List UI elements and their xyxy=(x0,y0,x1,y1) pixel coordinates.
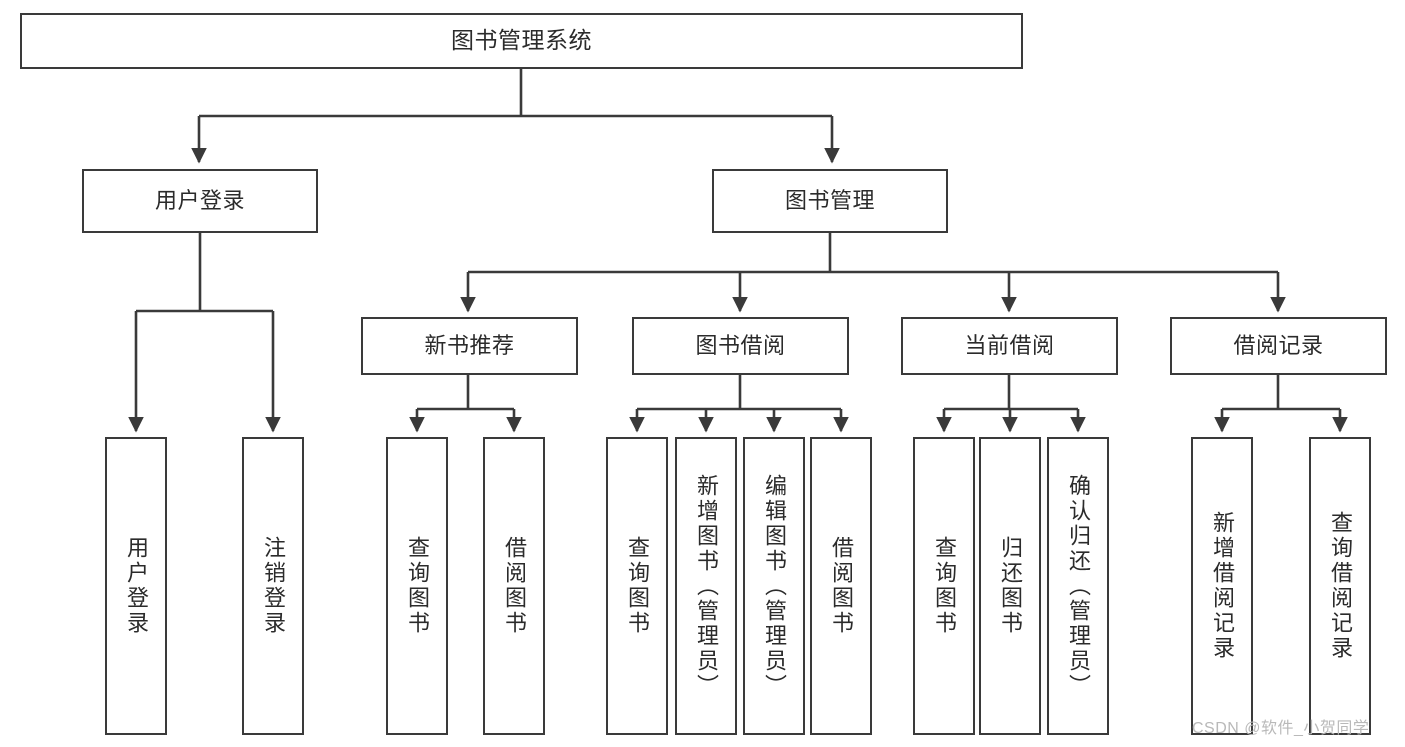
leaf-borrow-record-add-record[interactable]: 新增借阅记录 xyxy=(1191,437,1253,735)
node-label: 查询图书 xyxy=(405,536,430,636)
node-label: 查询图书 xyxy=(932,536,957,636)
leaf-new-books-query-book[interactable]: 查询图书 xyxy=(386,437,448,735)
node-label: 借阅图书 xyxy=(829,536,854,636)
node-book-borrow[interactable]: 图书借阅 xyxy=(632,317,849,375)
node-label: 确认归还（管理员） xyxy=(1066,473,1091,699)
leaf-book-borrow-query-book[interactable]: 查询图书 xyxy=(606,437,668,735)
node-label: 借阅图书 xyxy=(502,536,527,636)
node-root-system[interactable]: 图书管理系统 xyxy=(20,13,1023,69)
node-new-book-recommend[interactable]: 新书推荐 xyxy=(361,317,578,375)
leaf-user-login-signin[interactable]: 用户登录 xyxy=(105,437,167,735)
leaf-current-borrow-query-book[interactable]: 查询图书 xyxy=(913,437,975,735)
leaf-new-books-borrow-book[interactable]: 借阅图书 xyxy=(483,437,545,735)
node-current-borrow[interactable]: 当前借阅 xyxy=(901,317,1118,375)
leaf-book-borrow-edit-book-admin[interactable]: 编辑图书（管理员） xyxy=(743,437,805,735)
node-label: 编辑图书（管理员） xyxy=(762,473,787,699)
node-label: 图书管理系统 xyxy=(451,27,592,54)
node-label: 图书管理 xyxy=(784,188,875,214)
node-label: 用户登录 xyxy=(124,536,149,636)
leaf-book-borrow-add-book-admin[interactable]: 新增图书（管理员） xyxy=(675,437,737,735)
node-book-management[interactable]: 图书管理 xyxy=(712,169,948,233)
leaf-current-borrow-return-book[interactable]: 归还图书 xyxy=(979,437,1041,735)
leaf-book-borrow-borrow-book[interactable]: 借阅图书 xyxy=(810,437,872,735)
leaf-current-borrow-confirm-return-admin[interactable]: 确认归还（管理员） xyxy=(1047,437,1109,735)
leaf-user-login-signout[interactable]: 注销登录 xyxy=(242,437,304,735)
node-borrow-record[interactable]: 借阅记录 xyxy=(1170,317,1387,375)
node-label: 当前借阅 xyxy=(964,333,1055,359)
leaf-borrow-record-query-record[interactable]: 查询借阅记录 xyxy=(1309,437,1371,735)
node-label: 新增借阅记录 xyxy=(1210,511,1235,661)
node-label: 查询借阅记录 xyxy=(1328,511,1353,661)
node-label: 新书推荐 xyxy=(424,333,515,359)
node-label: 用户登录 xyxy=(154,188,245,214)
csdn-watermark: CSDN @软件_小贺同学 xyxy=(1192,720,1370,737)
node-label: 新增图书（管理员） xyxy=(694,473,719,699)
node-label: 归还图书 xyxy=(998,536,1023,636)
node-user-login[interactable]: 用户登录 xyxy=(82,169,318,233)
node-label: 查询图书 xyxy=(625,536,650,636)
node-label: 借阅记录 xyxy=(1233,333,1324,359)
node-label: 图书借阅 xyxy=(695,333,786,359)
node-label: 注销登录 xyxy=(261,536,286,636)
